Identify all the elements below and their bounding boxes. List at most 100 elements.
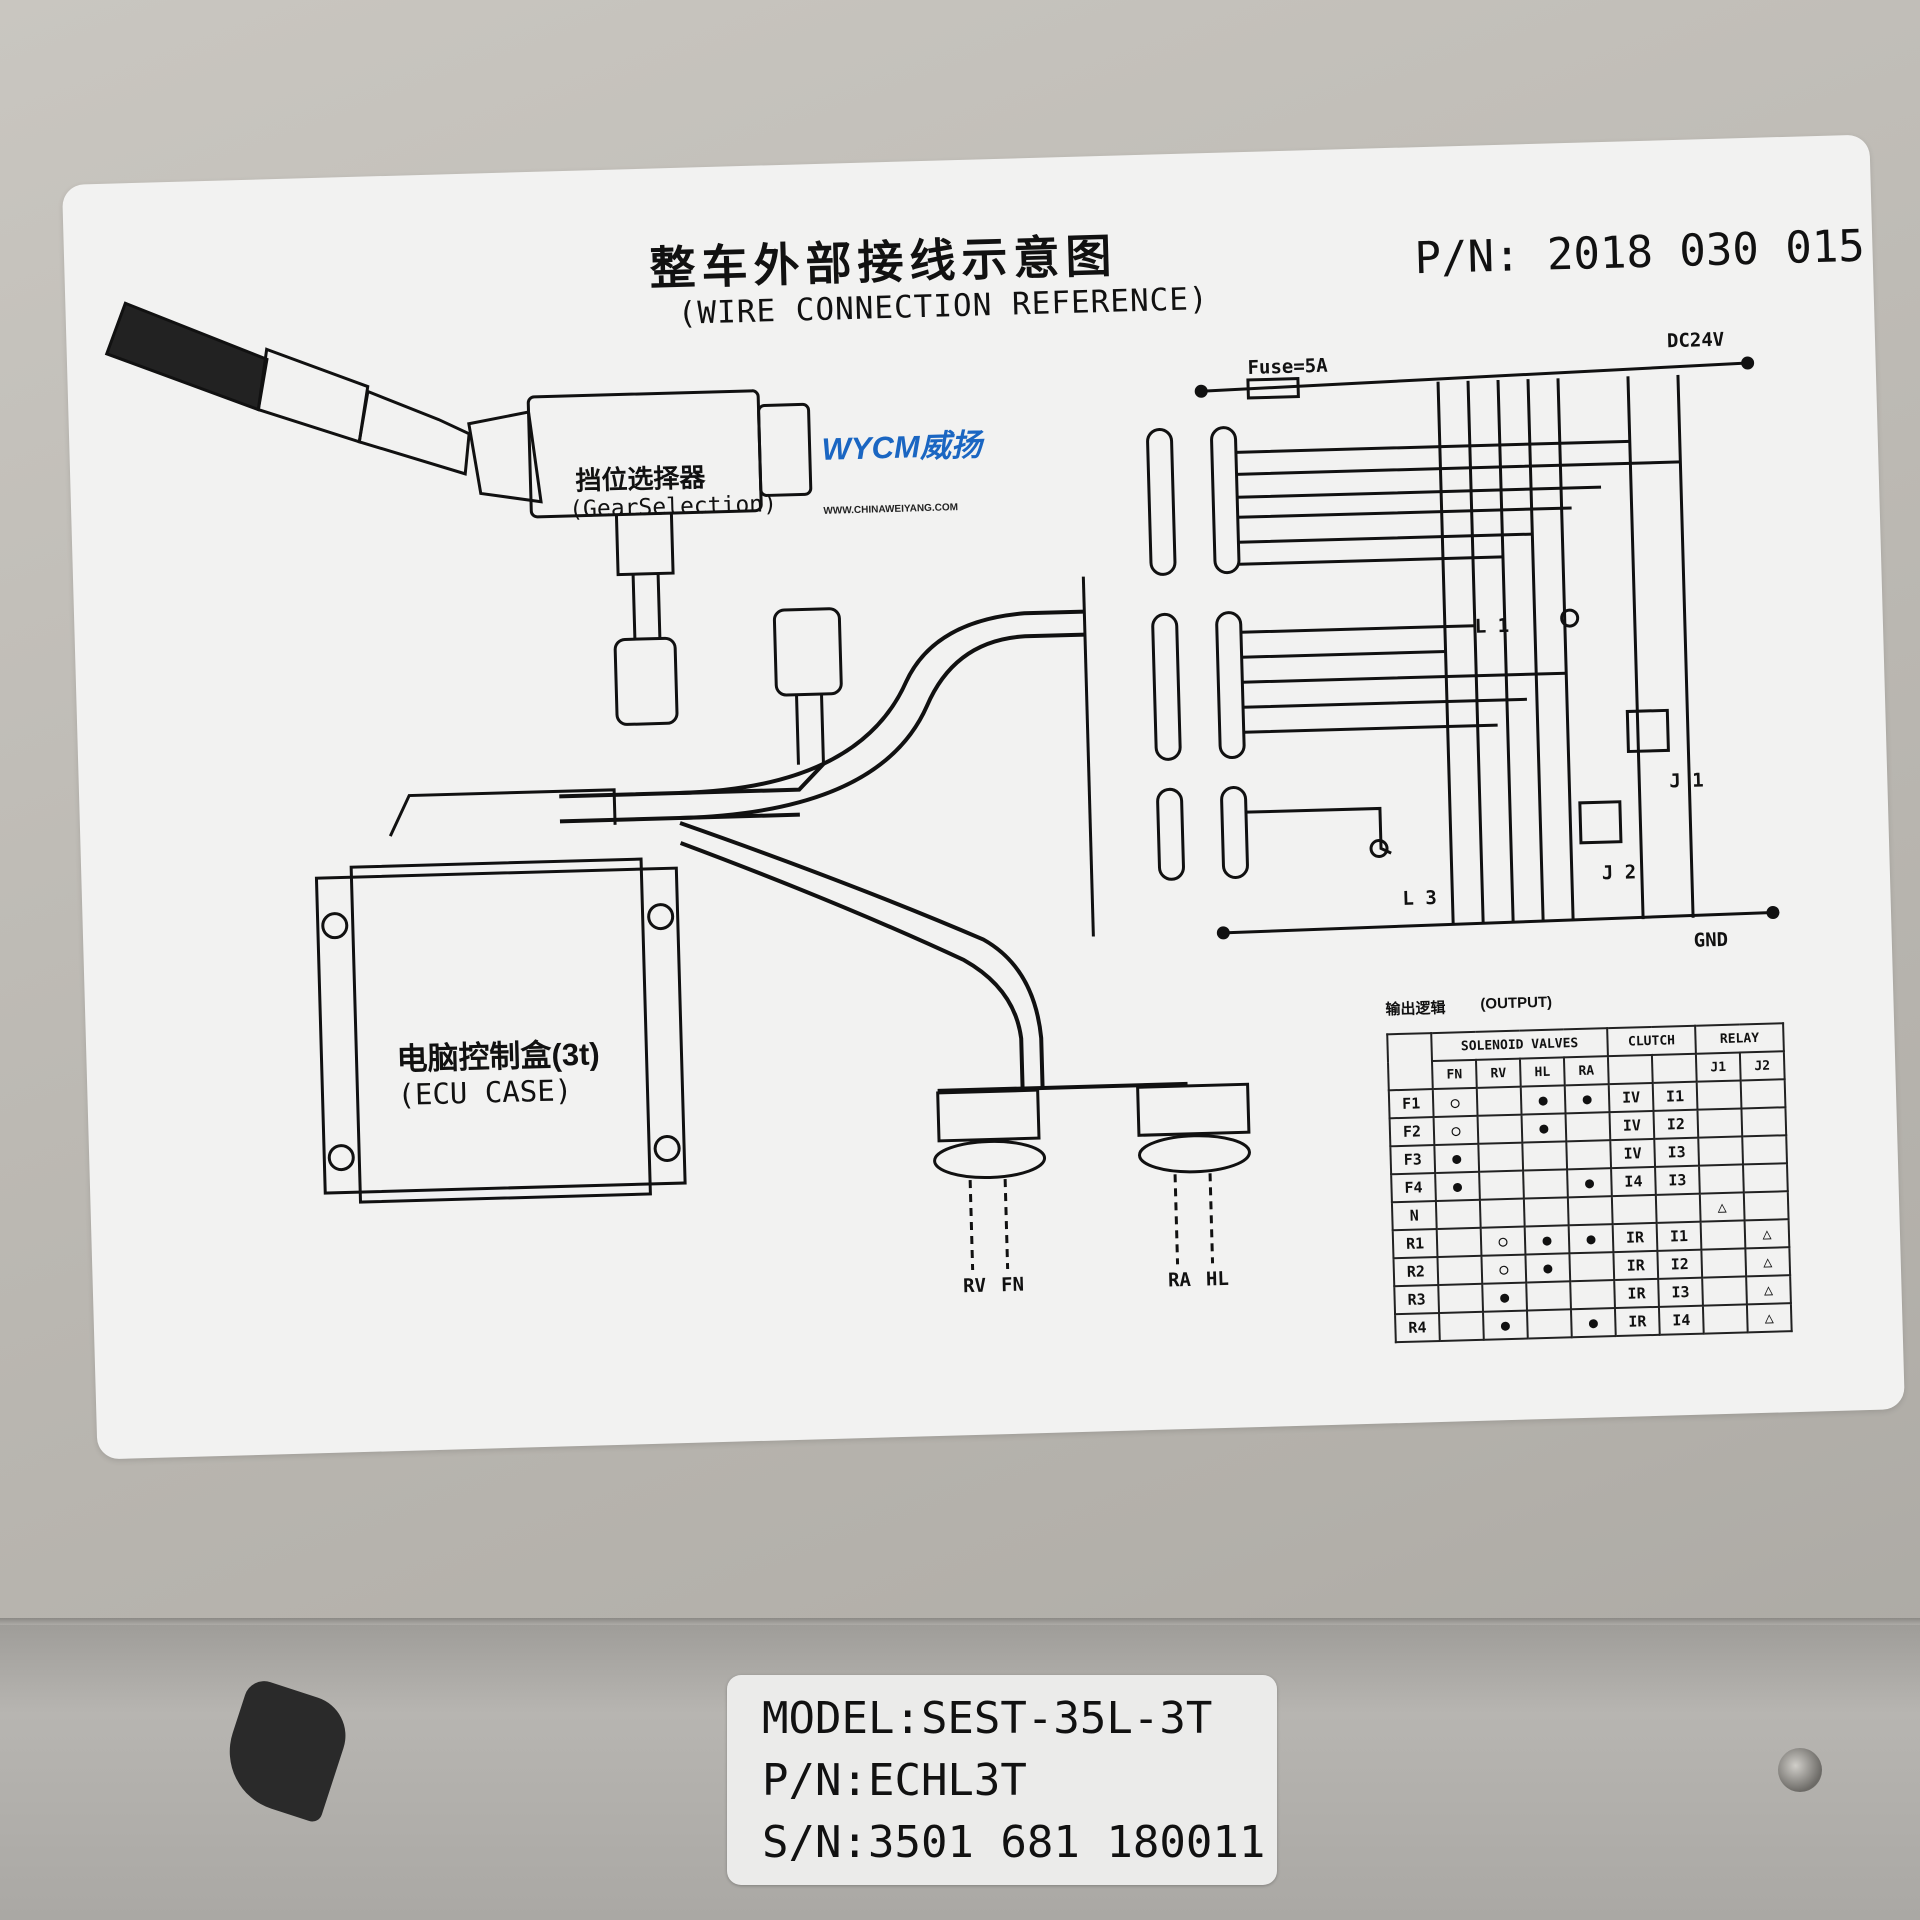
table-cell: ● (1482, 1282, 1527, 1312)
fuse-label: Fuse=5A (1247, 354, 1328, 379)
dc24v-label: DC24V (1666, 328, 1725, 353)
table-cell (1476, 1086, 1522, 1116)
table-cell: ● (1435, 1171, 1480, 1202)
table-cell: ○ (1433, 1115, 1479, 1146)
gnd-label: GND (1693, 928, 1729, 952)
wiring-label: 整车外部接线示意图 (WIRE CONNECTION REFERENCE) P/… (62, 134, 1905, 1460)
table-cell (1701, 1248, 1747, 1278)
subheader-clutch-a (1607, 1054, 1653, 1085)
table-cell (1438, 1283, 1484, 1313)
gear-cell: R3 (1394, 1285, 1440, 1315)
screw (1778, 1748, 1822, 1792)
ecu-drawing (314, 788, 687, 1204)
table-cell (1477, 1114, 1523, 1144)
table-cell (1435, 1199, 1481, 1230)
table-cell: I3 (1655, 1165, 1700, 1195)
table-cell (1566, 1140, 1612, 1170)
lamp-label-l1: L 1 (1474, 614, 1510, 638)
table-cell: ● (1564, 1084, 1610, 1114)
table-cell (1655, 1193, 1701, 1223)
subheader-fn: FN (1431, 1059, 1477, 1090)
model-nameplate: MODEL:SEST-35L-3T P/N:ECHL3T S/N:3501 68… (727, 1675, 1277, 1885)
table-cell: I3 (1658, 1277, 1703, 1307)
subheader-ra: RA (1563, 1056, 1609, 1086)
power-bus (1194, 356, 1780, 940)
table-cell: IR (1614, 1278, 1659, 1309)
table-cell (1526, 1281, 1571, 1311)
gear-cell: R1 (1392, 1229, 1438, 1259)
ecu-label-cn: 电脑控制盒(3t) (396, 1036, 601, 1077)
nameplate-part-number: P/N:ECHL3T (762, 1755, 1027, 1806)
subheader-j2: J2 (1739, 1051, 1785, 1081)
table-cell: IV (1608, 1082, 1654, 1113)
table-cell: I1 (1656, 1221, 1702, 1251)
table-cell (1742, 1135, 1787, 1165)
table-cell (1741, 1107, 1787, 1137)
table-cell: I2 (1653, 1109, 1699, 1139)
table-cell (1700, 1220, 1746, 1250)
subheader-hl: HL (1519, 1057, 1565, 1087)
table-cell: ● (1568, 1224, 1614, 1254)
table-cell: △ (1699, 1192, 1745, 1222)
table-cell (1570, 1280, 1615, 1310)
table-cell: ○ (1481, 1254, 1527, 1284)
subheader-clutch-b (1651, 1053, 1697, 1083)
table-cell (1479, 1170, 1524, 1200)
gear-selector-label-cn: 挡位选择器 (575, 462, 706, 496)
table-cell (1611, 1194, 1657, 1225)
table-cell: I2 (1657, 1249, 1703, 1279)
table-cell (1479, 1198, 1525, 1228)
table-cell (1743, 1191, 1789, 1221)
gear-cell: R2 (1393, 1257, 1439, 1287)
table-cell (1565, 1112, 1611, 1142)
table-cell (1702, 1276, 1747, 1306)
gear-cell: N (1391, 1201, 1437, 1231)
output-logic-table: SOLENOID VALVES CLUTCH RELAY FN RV HL RA… (1386, 1022, 1793, 1343)
wiring-diagram (104, 301, 1780, 1271)
table-cell (1523, 1169, 1568, 1199)
table-cell: I4 (1658, 1305, 1704, 1335)
pin-connectors (1081, 426, 1249, 937)
table-cell: ● (1483, 1310, 1528, 1340)
valve-label-hl: HL (1205, 1267, 1230, 1291)
table-cell: △ (1744, 1219, 1790, 1249)
table-cell: ● (1570, 1308, 1616, 1338)
table-cell (1697, 1108, 1743, 1138)
table-cell (1436, 1227, 1482, 1258)
subheader-rv: RV (1475, 1058, 1521, 1088)
table-cell (1743, 1163, 1788, 1193)
valve-connectors (933, 1082, 1251, 1271)
table-cell (1699, 1164, 1744, 1194)
table-cell: △ (1746, 1275, 1791, 1305)
lamp-label-l3: L 3 (1402, 886, 1438, 910)
header-clutch: CLUTCH (1607, 1025, 1696, 1057)
subheader-j1: J1 (1695, 1052, 1741, 1082)
model-text: MODEL:SEST-35L-3T (762, 1693, 1213, 1744)
table-cell (1522, 1141, 1568, 1171)
gear-cell: F1 (1388, 1089, 1434, 1119)
valve-label-rv: RV (962, 1274, 987, 1298)
serial-number: S/N:3501 681 180011 (762, 1817, 1266, 1868)
output-label-cn: 输出逻辑 (1385, 999, 1446, 1019)
table-cell: ● (1567, 1168, 1612, 1198)
table-cell (1439, 1311, 1484, 1341)
table-cell: I3 (1654, 1137, 1700, 1167)
gear-cell: F2 (1389, 1117, 1435, 1147)
output-label-en: (OUTPUT) (1480, 993, 1553, 1013)
table-cell (1526, 1309, 1572, 1339)
relay-label-j2: J 2 (1601, 861, 1637, 885)
gear-cell: F3 (1390, 1145, 1436, 1175)
table-cell: I4 (1611, 1166, 1656, 1197)
table-cell: ● (1434, 1143, 1480, 1174)
table-cell: IR (1612, 1222, 1658, 1253)
valve-label-ra: RA (1167, 1268, 1192, 1292)
table-cell: IR (1614, 1306, 1660, 1337)
gear-selector-drawing (104, 301, 843, 765)
table-cell (1696, 1080, 1742, 1110)
table-corner (1387, 1033, 1433, 1091)
table-cell: △ (1746, 1303, 1792, 1333)
brand-logo: WYCM威扬 (821, 427, 983, 467)
ecu-label-en: (ECU CASE) (397, 1073, 573, 1112)
table-cell: ○ (1480, 1226, 1526, 1256)
table-cell (1567, 1196, 1613, 1226)
